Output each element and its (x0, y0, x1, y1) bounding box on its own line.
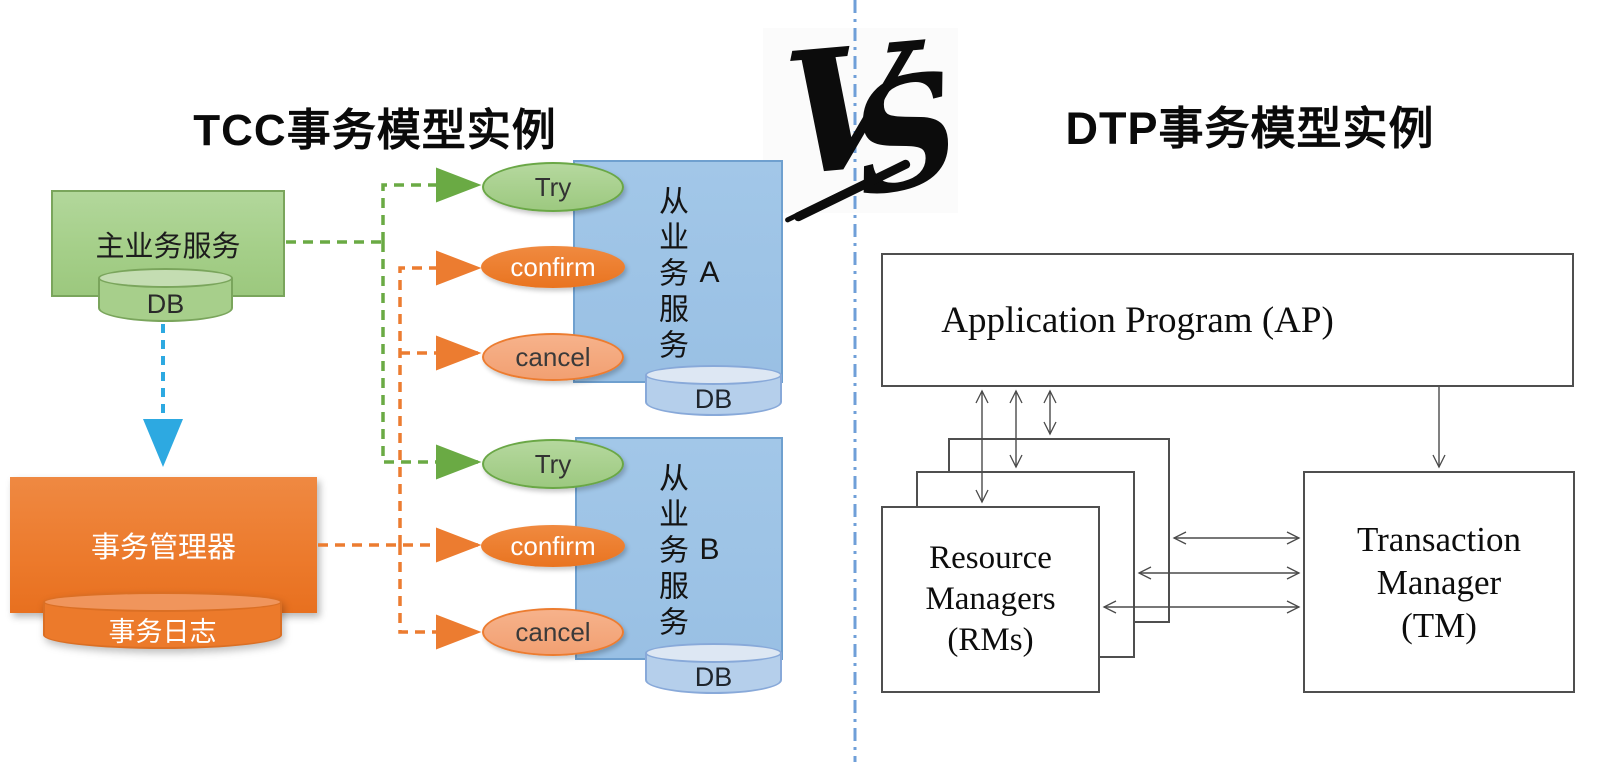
cylinder-lid (98, 268, 233, 288)
tx-log-cylinder: 事务日志 (43, 592, 282, 649)
try-label-b: Try (534, 448, 572, 479)
try-ellipse-b: Try (482, 439, 624, 489)
orange-confirm-cancel-links (318, 250, 482, 650)
cylinder-lid (645, 643, 782, 663)
cancel-label-b: cancel (515, 616, 591, 647)
cancel-label-a: cancel (515, 341, 591, 372)
link-to-try-a (381, 167, 482, 242)
tcc-title: TCC事务模型实例 (193, 106, 557, 155)
main-db-label: DB (146, 288, 185, 319)
confirm-ellipse-a: confirm (481, 246, 625, 288)
rm-label-line2: Managers (925, 581, 1056, 617)
cylinder-lid (645, 365, 782, 385)
dtp-title: DTP事务模型实例 (1065, 103, 1435, 154)
tx-log-label: 事务日志 (108, 617, 217, 647)
tm-label-line1: Transaction (1357, 519, 1521, 559)
confirm-ellipse-b: confirm (481, 525, 625, 567)
confirm-label-b: confirm (510, 530, 596, 561)
application-program-box: Application Program (AP) (881, 253, 1574, 387)
rm-label-line3: (RMs) (947, 622, 1034, 658)
rm-label-line1: Resource (929, 540, 1052, 576)
resource-manager-box-front: Resource Managers (RMs) (881, 506, 1100, 693)
db-b-label: DB (694, 662, 733, 692)
confirm-label-a: confirm (510, 251, 596, 282)
dtp-arrows (975, 387, 1446, 614)
cancel-ellipse-b: cancel (482, 608, 624, 656)
tx-manager-label: 事务管理器 (90, 532, 236, 564)
tx-manager-box: 事务管理器 (10, 477, 317, 613)
slave-service-a-label: 从业务服务A (654, 185, 726, 365)
cancel-ellipse-a: cancel (482, 333, 624, 381)
tm-label-line3: (TM) (1401, 605, 1477, 645)
green-try-links (286, 167, 482, 480)
slave-service-b-label: 从业务服务B (654, 462, 726, 642)
application-program-label: Application Program (AP) (941, 299, 1334, 341)
db-a-label: DB (694, 384, 733, 414)
link-to-cancel-b (398, 545, 482, 650)
tm-label-line2: Manager (1376, 562, 1502, 602)
slave-service-b-db-cylinder: DB (645, 643, 782, 694)
versus-graphic: V S (779, 5, 973, 233)
main-service-db-cylinder: DB (98, 268, 233, 322)
cylinder-lid (43, 592, 282, 612)
link-to-try-b (381, 242, 482, 480)
transaction-manager-box: Transaction Manager (TM) (1303, 471, 1575, 693)
link-to-confirm-a (398, 250, 482, 545)
try-label-a: Try (534, 171, 572, 202)
try-ellipse-a: Try (482, 162, 624, 212)
main-service-label: 主业务服务 (95, 230, 241, 263)
slave-service-a-db-cylinder: DB (645, 365, 782, 416)
